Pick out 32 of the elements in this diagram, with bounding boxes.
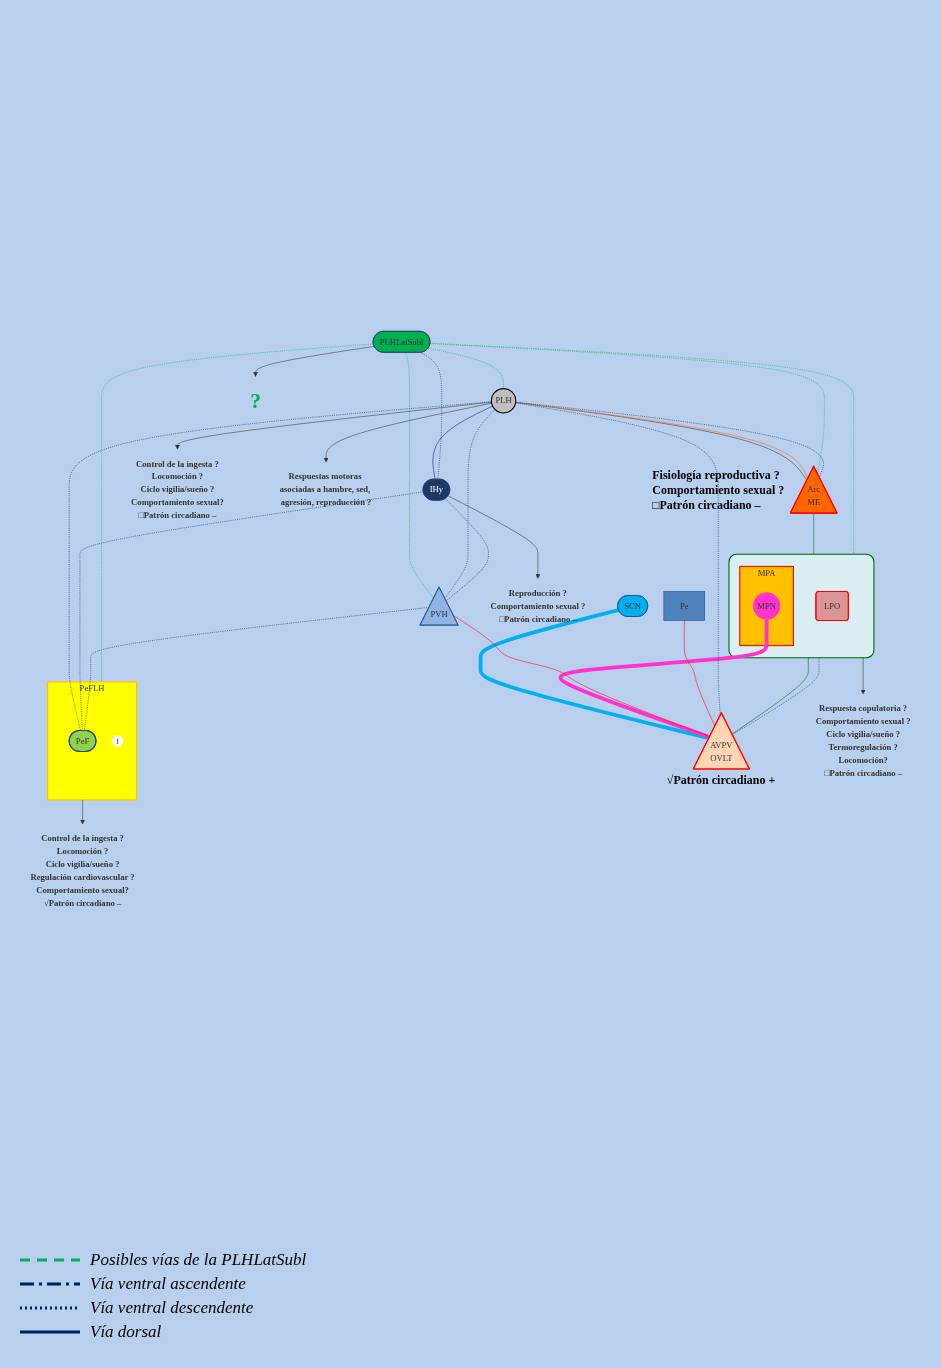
connector	[684, 620, 716, 728]
node-caption: □Patrón circadiano –	[652, 497, 762, 513]
legend-text: Vía ventral descendente	[90, 1298, 254, 1318]
connector	[445, 498, 489, 602]
connector	[84, 607, 430, 732]
node-text: Reproducción ? Comportamiento sexual ? □Patrón circadiano –	[490, 588, 586, 624]
connector	[444, 409, 496, 600]
cluster	[728, 554, 875, 659]
arrow	[478, 608, 710, 740]
legend-text: Vía ventral ascendente	[90, 1274, 246, 1294]
node-text: Control de la ingesta ? Locomoción ? Ciclo vigilia/sueño ? Regulación cardiovascular ? Comportamiento sexual? √Patrón circadiano –	[30, 834, 135, 909]
node-text: ?	[250, 388, 261, 414]
node-caption: √Patrón circadiano +	[666, 773, 776, 789]
node-box: Pe	[663, 591, 705, 622]
arrow	[559, 619, 769, 739]
connector	[420, 352, 443, 481]
connector	[429, 343, 854, 555]
connector	[453, 615, 711, 738]
node-caption: Fisiología reproductiva ?	[652, 467, 781, 483]
connector	[432, 406, 493, 481]
node-text: Respuesta copulatoria ? Comportamiento sexual ? Ciclo vigilia/sueño ? Termoregulación ? Locomoción? □Patrón circadiano –	[815, 704, 911, 778]
legend-text: Vía dorsal	[90, 1322, 162, 1342]
node-circle: MPN	[752, 592, 781, 621]
node-circle: PLH	[490, 388, 517, 414]
connector	[429, 343, 825, 474]
node-text: Control de la ingesta ? Locomoción ? Ciclo vigilia/sueño ? Comportamiento sexual? □Patrón circadiano –	[131, 459, 224, 521]
node-text: Respuestas motoras asociadas a hambre, sed, agresión, reproducción ?	[279, 472, 372, 508]
connector	[813, 513, 814, 555]
node-caption: Comportamiento sexual ?	[652, 482, 785, 498]
node-circle: f	[111, 735, 124, 748]
connector	[428, 348, 504, 390]
legend-text: Posibles vías de la PLHLatSubl	[90, 1250, 307, 1270]
